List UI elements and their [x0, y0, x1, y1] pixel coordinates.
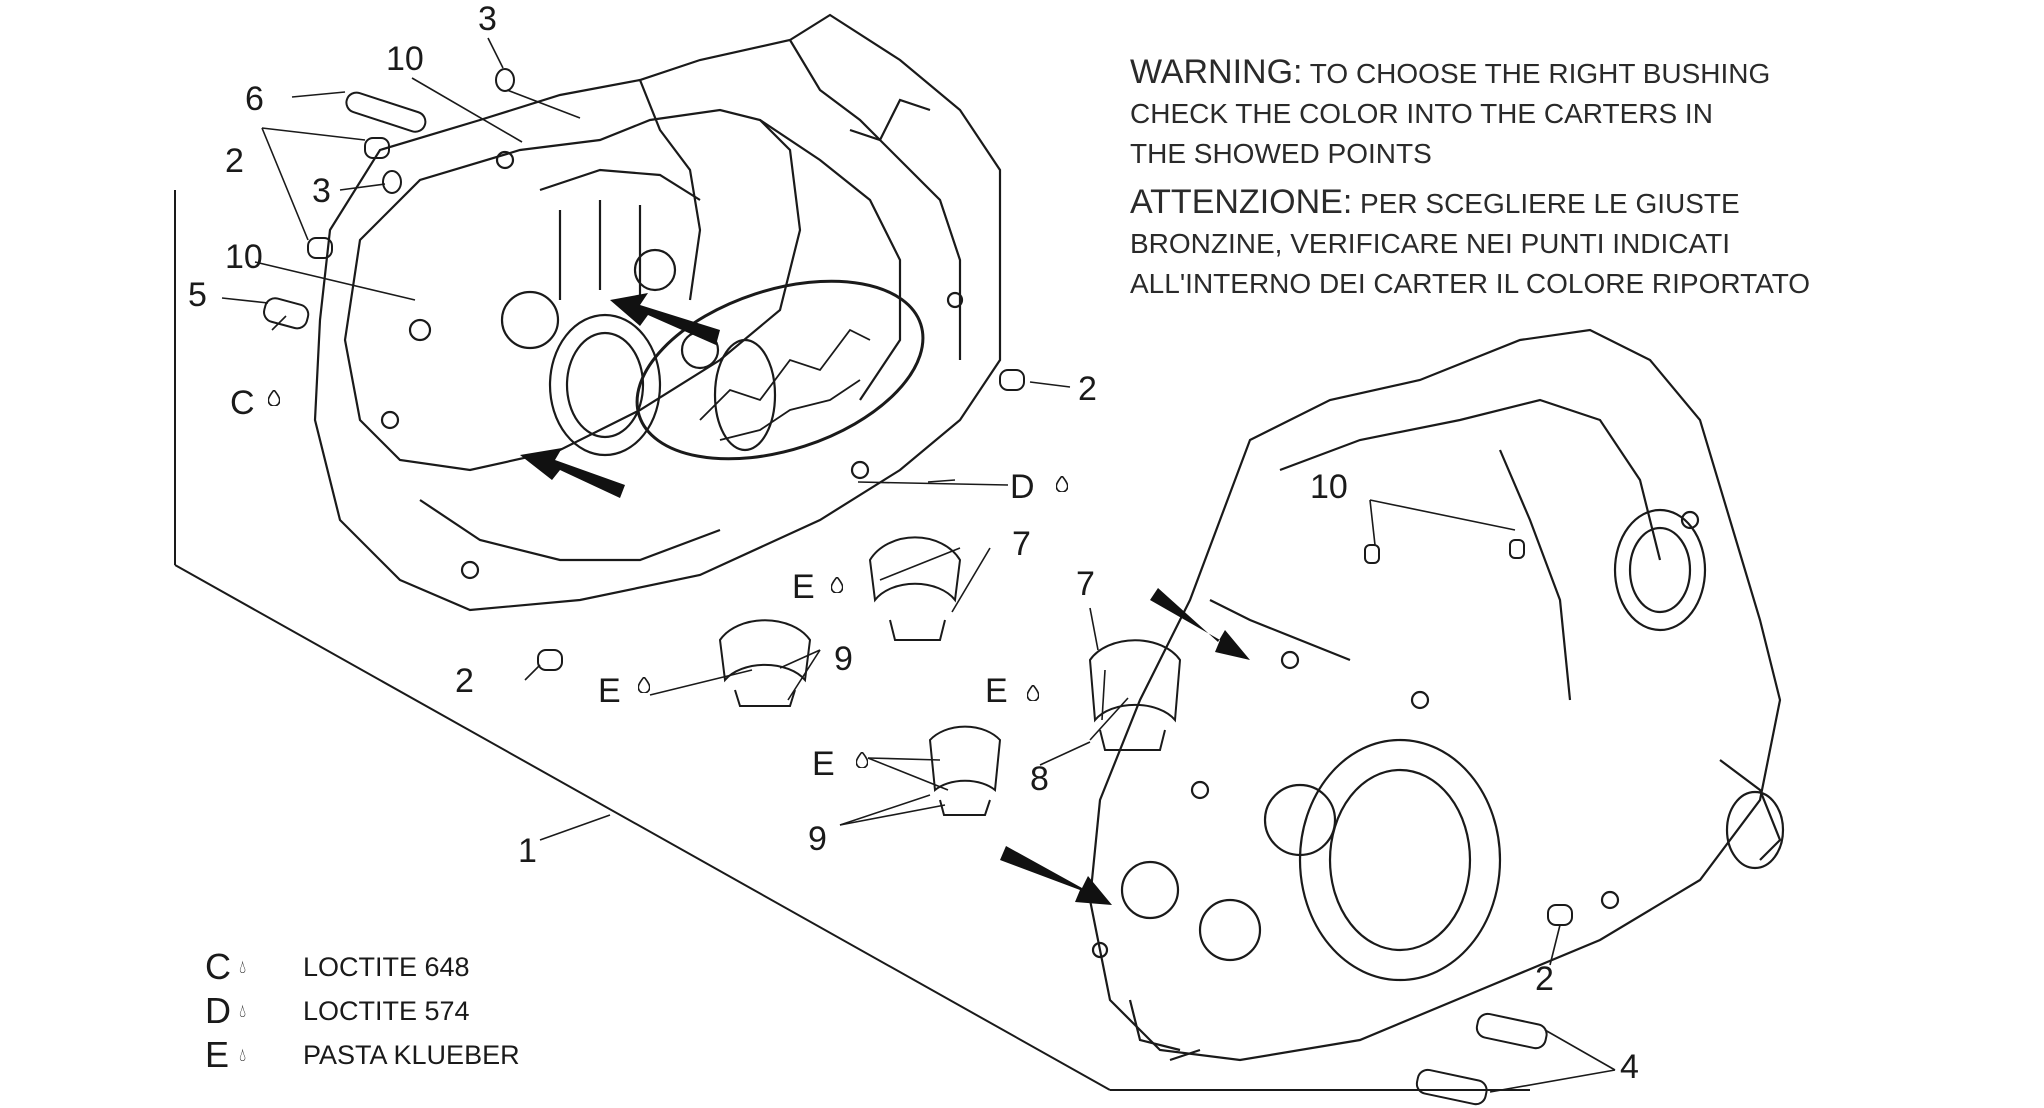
- callout-7: 7: [1012, 525, 1031, 563]
- callout-1: 1: [518, 832, 537, 870]
- drop-icon: 💧︎: [239, 956, 247, 977]
- legend-text: LOCTITE 574: [303, 995, 470, 1026]
- callout-E: E: [985, 672, 1008, 710]
- attention-note: ATTENZIONE: PER SCEGLIERE LE GIUSTE BRON…: [1130, 182, 1810, 304]
- crankcase-right-half: [1088, 328, 1785, 1062]
- callout-labels: 3 10 6 2 3 10 5 C 2 D 7 E 7 9 2 E E 8 E …: [188, 0, 1639, 1086]
- callout-7: 7: [1076, 565, 1095, 603]
- callout-9: 9: [834, 640, 853, 678]
- drop-icon: 💧︎: [239, 1044, 247, 1065]
- sealant-legend: C 💧︎ LOCTITE 648 D 💧︎ LOCTITE 574 E 💧︎ P…: [205, 945, 520, 1077]
- callout-E: E: [812, 745, 835, 783]
- callout-4: 4: [1620, 1048, 1639, 1086]
- callout-3: 3: [312, 172, 331, 210]
- legend-code: C: [205, 946, 231, 987]
- callout-10: 10: [225, 238, 263, 276]
- callout-8: 8: [1030, 760, 1049, 798]
- warning-line-3: THE SHOWED POINTS: [1130, 138, 1432, 169]
- callout-5: 5: [188, 276, 207, 314]
- callout-6: 6: [245, 80, 264, 118]
- attention-line-2: BRONZINE, VERIFICARE NEI PUNTI INDICATI: [1130, 228, 1730, 259]
- legend-row: C 💧︎ LOCTITE 648: [205, 945, 520, 989]
- callout-10: 10: [1310, 468, 1348, 506]
- warning-line-2: CHECK THE COLOR INTO THE CARTERS IN: [1130, 98, 1713, 129]
- legend-text: LOCTITE 648: [303, 951, 470, 982]
- warning-line-1: TO CHOOSE THE RIGHT BUSHING: [1309, 58, 1771, 89]
- attention-line-3: ALL'INTERNO DEI CARTER IL COLORE RIPORTA…: [1130, 268, 1811, 299]
- legend-row: D 💧︎ LOCTITE 574: [205, 989, 520, 1033]
- pointer-arrow-icon: [520, 293, 1250, 905]
- leader-lines: [221, 37, 1616, 1093]
- callout-E: E: [792, 568, 815, 606]
- callout-2: 2: [225, 142, 244, 180]
- drop-icon: 💧︎: [239, 1000, 247, 1021]
- callout-2: 2: [1078, 370, 1097, 408]
- callout-9: 9: [808, 820, 827, 858]
- legend-text: PASTA KLUEBER: [303, 1039, 520, 1070]
- attention-lead: ATTENZIONE:: [1130, 183, 1353, 221]
- callout-2: 2: [455, 662, 474, 700]
- sealant-area-ellipse: [635, 279, 925, 461]
- callout-D: D: [1010, 468, 1035, 506]
- callout-E: E: [598, 672, 621, 710]
- legend-code: D: [205, 990, 231, 1031]
- callout-C: C: [230, 384, 255, 422]
- legend-code: E: [205, 1034, 230, 1075]
- warning-note: WARNING: TO CHOOSE THE RIGHT BUSHING CHE…: [1130, 52, 1770, 174]
- callout-10: 10: [386, 40, 424, 78]
- callout-2: 2: [1535, 960, 1554, 998]
- warning-lead: WARNING:: [1130, 53, 1303, 91]
- assembly-bracket: [174, 190, 1530, 1091]
- crankcase-left-half: [313, 13, 1002, 612]
- legend-row: E 💧︎ PASTA KLUEBER: [205, 1033, 520, 1077]
- callout-3: 3: [478, 0, 497, 38]
- attention-line-1: PER SCEGLIERE LE GIUSTE: [1360, 188, 1740, 219]
